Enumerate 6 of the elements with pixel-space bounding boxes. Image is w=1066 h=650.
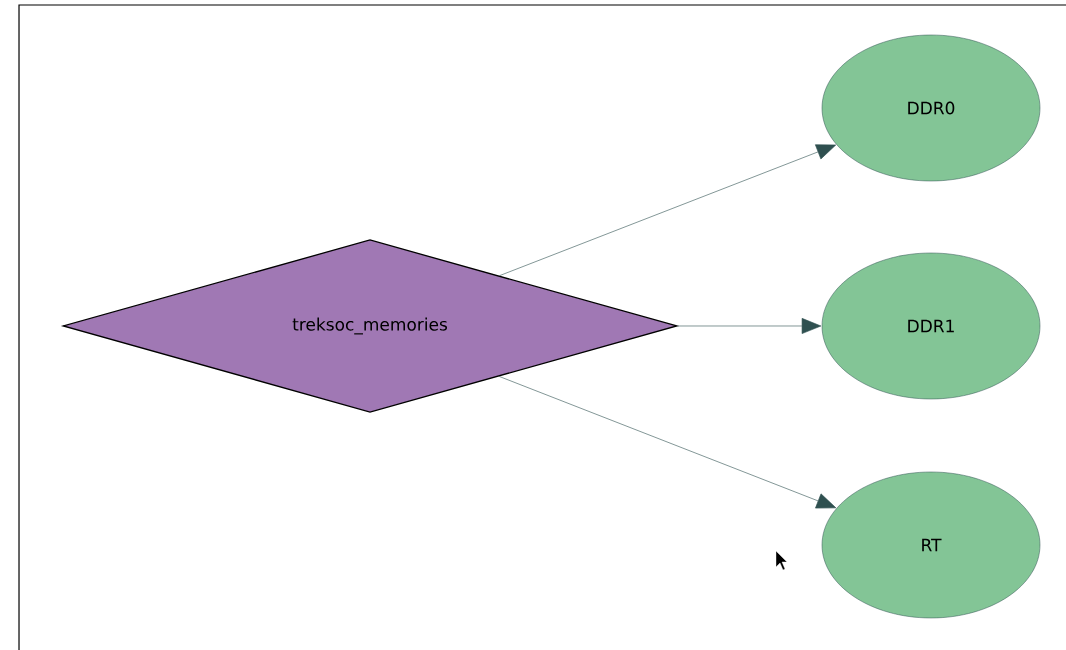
arrow (498, 376, 837, 509)
arrow (677, 318, 822, 334)
arrow (499, 144, 837, 276)
ellipse-node: DDR1 (821, 252, 1041, 400)
ellipse-node: RT (821, 471, 1041, 619)
ellipse-node: DDR0 (821, 34, 1041, 182)
